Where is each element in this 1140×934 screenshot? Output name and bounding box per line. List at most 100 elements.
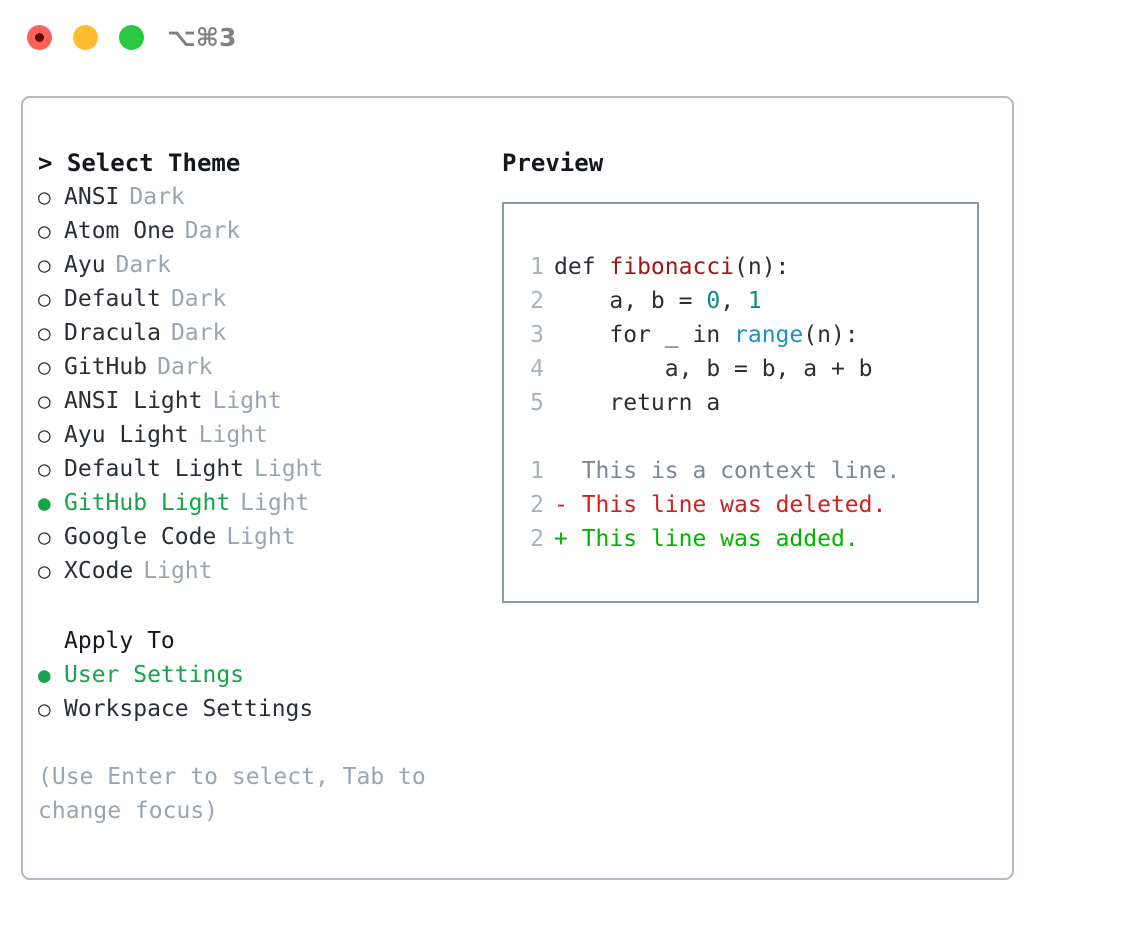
- theme-item-dracula[interactable]: ○ Dracula Dark: [38, 316, 478, 350]
- radio-unselected-icon: ○: [38, 457, 51, 481]
- code-token: (n):: [803, 322, 859, 348]
- radio-unselected-icon: ○: [38, 697, 51, 721]
- radio-unselected-icon: ○: [38, 253, 51, 277]
- code-line-number: 3: [530, 322, 544, 348]
- theme-item-tag: Dark: [170, 286, 227, 312]
- radio-unselected-icon: ○: [38, 185, 51, 209]
- diff-marker: +: [554, 526, 582, 552]
- radio-unselected-icon: ○: [38, 559, 51, 583]
- theme-item-label: GitHub: [64, 354, 148, 380]
- code-token: a, b =: [554, 288, 707, 314]
- apply-to-item-label: Workspace Settings: [64, 696, 314, 722]
- apply-to-item-workspace-settings[interactable]: ○ Workspace Settings: [38, 692, 478, 726]
- code-token: (n):: [734, 254, 790, 280]
- radio-selected-icon: ●: [38, 491, 51, 515]
- apply-to-heading: Apply To: [64, 628, 175, 654]
- apply-to-item-label: User Settings: [64, 662, 245, 688]
- theme-item-tag: Light: [198, 422, 268, 448]
- code-token: def: [554, 254, 610, 280]
- theme-item-label: Ayu: [64, 252, 106, 278]
- caret-icon: >: [38, 149, 53, 177]
- select-theme-title: [52, 149, 66, 177]
- theme-item-label: Ayu Light: [64, 422, 189, 448]
- theme-item-label: ANSI Light: [64, 388, 203, 414]
- radio-unselected-icon: ○: [38, 219, 51, 243]
- theme-item-tag: Dark: [170, 320, 227, 346]
- diff-line-text: This is a context line.: [581, 458, 901, 484]
- theme-item-ansi[interactable]: ○ ANSI Dark: [38, 180, 478, 214]
- diff-line-number: 2: [530, 526, 544, 552]
- code-token: fibonacci: [609, 254, 735, 280]
- apply-to-list: ● User Settings ○ Workspace Settings: [38, 658, 478, 726]
- theme-item-github[interactable]: ○ GitHub Dark: [38, 350, 478, 384]
- code-line: 1 def fibonacci(n):: [518, 250, 977, 284]
- code-token: 0: [706, 288, 721, 314]
- select-theme-heading: > Select Theme: [38, 146, 478, 180]
- radio-unselected-icon: ○: [38, 287, 51, 311]
- theme-item-default[interactable]: ○ Default Dark: [38, 282, 478, 316]
- theme-item-tag: Light: [254, 456, 324, 482]
- theme-item-label: Atom One: [64, 218, 175, 244]
- theme-item-github-light[interactable]: ● GitHub Light Light: [38, 486, 478, 520]
- diff-line: 2 + This line was added.: [518, 522, 977, 556]
- code-token: range: [734, 322, 804, 348]
- code-line: 2 a, b = 0, 1: [518, 284, 977, 318]
- radio-unselected-icon: ○: [38, 355, 51, 379]
- code-line-content: a, b = b, a + b: [554, 352, 873, 386]
- diff-line-number: 2: [530, 492, 544, 518]
- diff-line: 1 This is a context line.: [518, 454, 977, 488]
- select-theme-title-text: Select Theme: [66, 149, 241, 177]
- code-line: 4 a, b = b, a + b: [518, 352, 977, 386]
- theme-item-default-light[interactable]: ○ Default Light Light: [38, 452, 478, 486]
- theme-item-label: ANSI: [64, 184, 120, 210]
- theme-item-label: Default Light: [64, 456, 245, 482]
- radio-selected-icon: ●: [38, 663, 51, 687]
- theme-item-tag: Light: [143, 558, 213, 584]
- theme-item-ayu[interactable]: ○ Ayu Dark: [38, 248, 478, 282]
- code-token: a, b = b, a + b: [554, 356, 873, 382]
- theme-item-tag: Light: [226, 524, 296, 550]
- theme-item-label: GitHub Light: [64, 490, 231, 516]
- code-line-number: 5: [530, 390, 544, 416]
- radio-unselected-icon: ○: [38, 525, 51, 549]
- code-line-content: a, b = 0, 1: [554, 284, 761, 318]
- diff-line-text: This line was deleted.: [581, 492, 887, 518]
- theme-item-label: Default: [64, 286, 161, 312]
- title-bar: ⌥⌘3: [0, 0, 1140, 78]
- preview-heading: Preview: [502, 149, 604, 177]
- diff-line-number: 1: [530, 458, 544, 484]
- minimize-button[interactable]: [73, 25, 98, 50]
- theme-item-tag: Dark: [157, 354, 213, 380]
- code-line-number: 2: [530, 288, 544, 314]
- diff-line-text: This line was added.: [581, 526, 859, 552]
- code-line-content: return a: [554, 386, 720, 420]
- diff-line: 2- This line was deleted.: [518, 488, 977, 522]
- code-line-content: for _ in range(n):: [554, 318, 859, 352]
- theme-item-tag: Dark: [115, 252, 171, 278]
- maximize-button[interactable]: [119, 25, 144, 50]
- apply-to-item-user-settings[interactable]: ● User Settings: [38, 658, 478, 692]
- theme-item-tag: Light: [240, 490, 310, 516]
- theme-item-label: Dracula: [64, 320, 161, 346]
- diff-sample: 1 This is a context line.2- This line wa…: [518, 454, 977, 556]
- close-button[interactable]: [27, 25, 52, 50]
- code-token: for _ in: [554, 322, 735, 348]
- diff-marker: -: [554, 492, 582, 518]
- theme-item-tag: Dark: [129, 184, 185, 210]
- radio-unselected-icon: ○: [38, 389, 51, 413]
- radio-unselected-icon: ○: [38, 423, 51, 447]
- traffic-light-buttons: [27, 25, 144, 50]
- radio-unselected-icon: ○: [38, 321, 51, 345]
- theme-item-ayu-light[interactable]: ○ Ayu Light Light: [38, 418, 478, 452]
- code-line-number: 1: [530, 254, 544, 280]
